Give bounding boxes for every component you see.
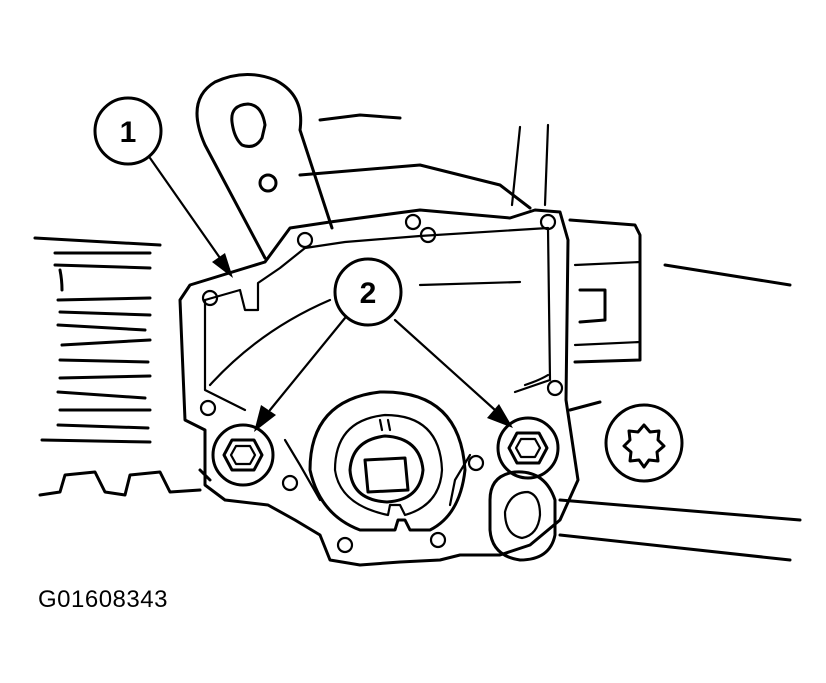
range-sensor-body (178, 208, 580, 567)
housing-outline (198, 113, 802, 562)
callout-2: 2 (254, 257, 513, 432)
bolt-left (211, 423, 275, 487)
callout-1-leader (148, 156, 222, 260)
transmission-case-ribs (33, 236, 202, 497)
slot-boss (488, 470, 557, 562)
callout-1-arrowhead (212, 253, 233, 278)
callout-2-label: 2 (360, 277, 377, 310)
callout-2-arrowhead-left (254, 405, 276, 432)
callout-2-leader-left (268, 316, 347, 412)
bolt-right (496, 416, 560, 480)
figure-id: G01608343 (38, 586, 168, 613)
shaft-rotor (283, 390, 472, 532)
mounting-holes (199, 213, 564, 554)
callout-2-leader-right (393, 318, 497, 412)
callout-2-arrowhead-right (487, 404, 513, 428)
callout-1-label: 1 (120, 116, 137, 149)
round-cover (604, 403, 684, 483)
manual-lever (195, 73, 334, 260)
callout-1: 1 (93, 96, 233, 278)
